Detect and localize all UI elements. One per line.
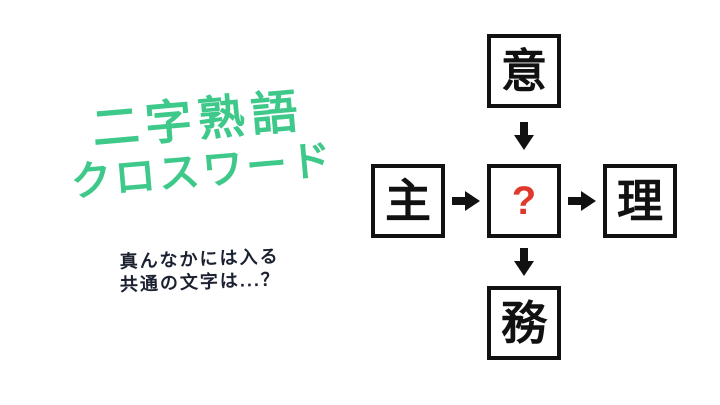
puzzle-cell-bottom-char: 務 bbox=[501, 297, 547, 349]
puzzle-cell-bottom: 務 bbox=[487, 286, 561, 360]
arrow-down-icon bbox=[514, 248, 534, 276]
puzzle-cell-right: 理 bbox=[603, 164, 677, 238]
puzzle-cell-left: 主 bbox=[371, 164, 445, 238]
arrow-right-icon bbox=[452, 191, 480, 211]
puzzle-cell-center-char: ? bbox=[511, 179, 537, 223]
puzzle-cell-top: 意 bbox=[487, 34, 561, 108]
arrow-down-icon bbox=[514, 122, 534, 150]
puzzle-cell-center: ? bbox=[487, 164, 561, 238]
quiz-subtitle: 真んなかには入る 共通の文字は...？ bbox=[29, 242, 370, 301]
puzzle-cell-left-char: 主 bbox=[385, 175, 431, 227]
arrow-right-icon bbox=[568, 191, 596, 211]
quiz-title: 二字熟語 クロスワード bbox=[26, 77, 374, 210]
puzzle-cell-right-char: 理 bbox=[617, 175, 663, 227]
puzzle-cell-top-char: 意 bbox=[501, 45, 547, 97]
